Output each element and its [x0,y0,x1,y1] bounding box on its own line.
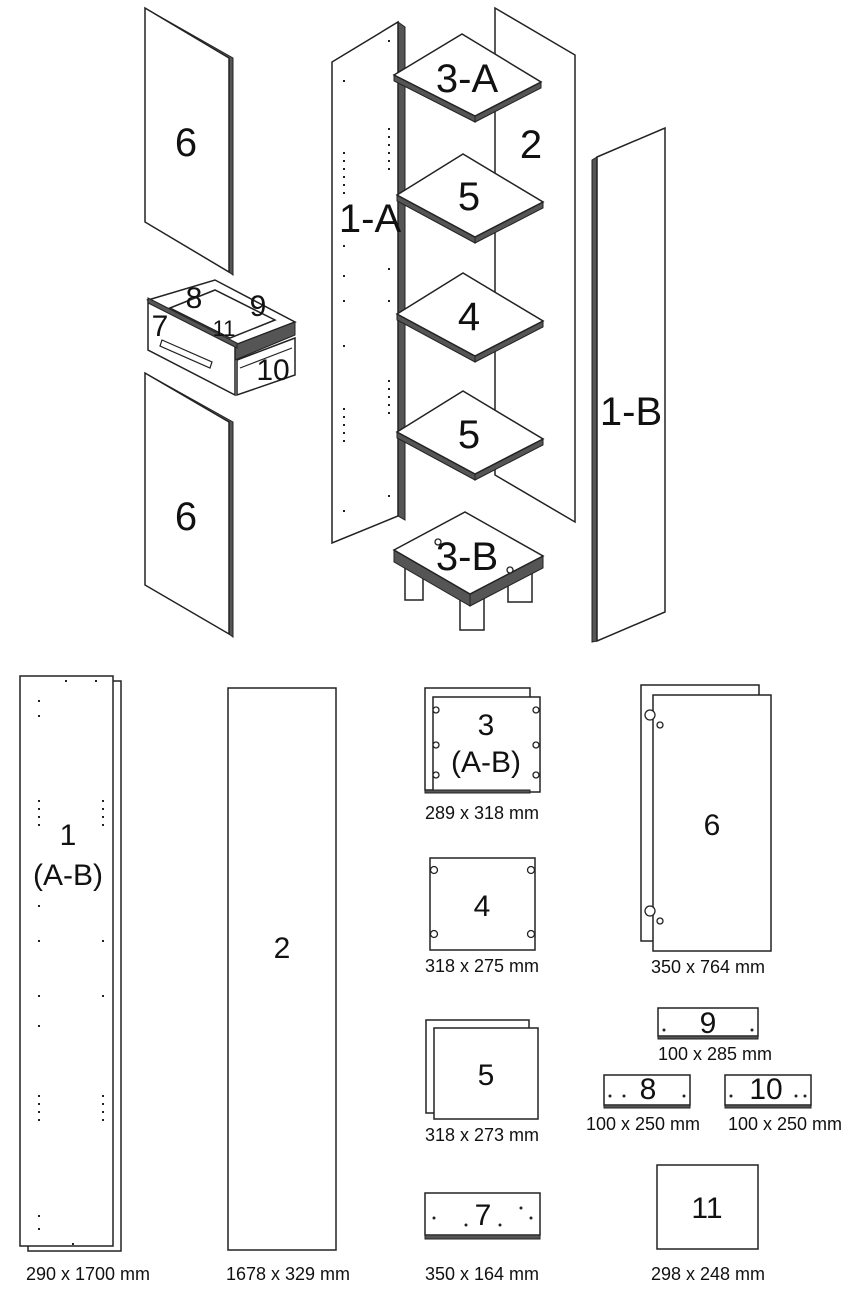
side-panel-left-label: 1-A [339,197,402,241]
part-5: 5 318 x 273 mm [425,1019,539,1145]
part-8: 8 100 x 250 mm [586,1073,700,1134]
drawer-assembly: 8 9 7 11 10 [146,279,297,397]
part-7-dims: 350 x 164 mm [425,1264,539,1284]
back-panel: 2 [494,6,576,524]
part-11-dims: 298 x 248 mm [651,1264,765,1284]
top-shelf-label: 3-A [436,57,499,101]
door-top-label: 6 [175,121,197,165]
side-panel-left: 1-A [331,20,406,545]
part-11: 11 298 x 248 mm [651,1164,765,1284]
part-4: 4 318 x 275 mm [425,857,539,976]
part-3-number: 3 [478,709,495,742]
top-shelf: 3-A [392,33,543,123]
part-1: 1 (A-B) 290 x 1700 mm [19,675,150,1284]
drawer-back-label: 10 [256,354,289,387]
part-5-dims: 318 x 273 mm [425,1125,539,1145]
part-8-dims: 100 x 250 mm [586,1114,700,1134]
side-panel-right: 1-B [591,126,666,643]
part-11-number: 11 [691,1192,722,1225]
part-1-sub: (A-B) [33,859,103,892]
part-9-number: 9 [700,1007,717,1040]
part-10-number: 10 [749,1073,782,1106]
part-5-number: 5 [478,1059,495,1092]
part-10-dims: 100 x 250 mm [728,1114,842,1134]
shelf-lower-label: 5 [458,413,480,457]
part-6: 6 350 x 764 mm [640,684,772,977]
part-3-dims: 289 x 318 mm [425,803,539,823]
part-3-sub: (A-B) [451,746,521,779]
exploded-view: 6 8 9 7 11 10 6 2 [144,6,666,643]
drawer-side-left-label: 8 [186,282,203,315]
part-1-number: 1 [60,819,77,852]
drawer-front-label: 7 [152,310,169,343]
part-10: 10 100 x 250 mm [724,1073,842,1134]
base-shelf-label: 3-B [436,535,498,579]
part-2-dims: 1678 x 329 mm [226,1264,350,1284]
shelf-upper-label: 5 [458,175,480,219]
side-panel-left-holes [343,40,390,512]
drawer-bottom-label: 11 [213,316,236,341]
shelf-middle: 4 [395,272,545,363]
part-4-number: 4 [474,890,491,923]
door-bottom-label: 6 [175,495,197,539]
drawer-side-right-label: 9 [250,290,267,323]
base-shelf: 3-B [392,511,545,631]
part-3: 3 (A-B) 289 x 318 mm [424,687,541,823]
part-6-dims: 350 x 764 mm [651,957,765,977]
part-9-dims: 100 x 285 mm [658,1044,772,1064]
door-bottom-panel: 6 [144,371,234,638]
shelf-middle-label: 4 [458,295,480,339]
back-panel-label: 2 [520,123,542,167]
shelf-lower: 5 [395,390,545,481]
parts-list: 1 (A-B) 290 x 1700 mm 2 1678 x 329 mm 3 … [19,675,842,1284]
part-8-number: 8 [640,1073,657,1106]
part-2: 2 1678 x 329 mm [226,687,350,1284]
part-7-number: 7 [475,1199,492,1232]
part-1-holes [38,680,104,1245]
side-panel-right-label: 1-B [600,390,662,434]
part-1-dims: 290 x 1700 mm [26,1264,150,1284]
part-9: 9 100 x 285 mm [657,1007,772,1064]
part-4-dims: 318 x 275 mm [425,956,539,976]
part-7: 7 350 x 164 mm [424,1192,541,1284]
shelf-upper: 5 [395,153,545,244]
part-6-number: 6 [704,809,721,842]
part-2-number: 2 [274,932,291,965]
door-top-panel: 6 [144,6,234,276]
